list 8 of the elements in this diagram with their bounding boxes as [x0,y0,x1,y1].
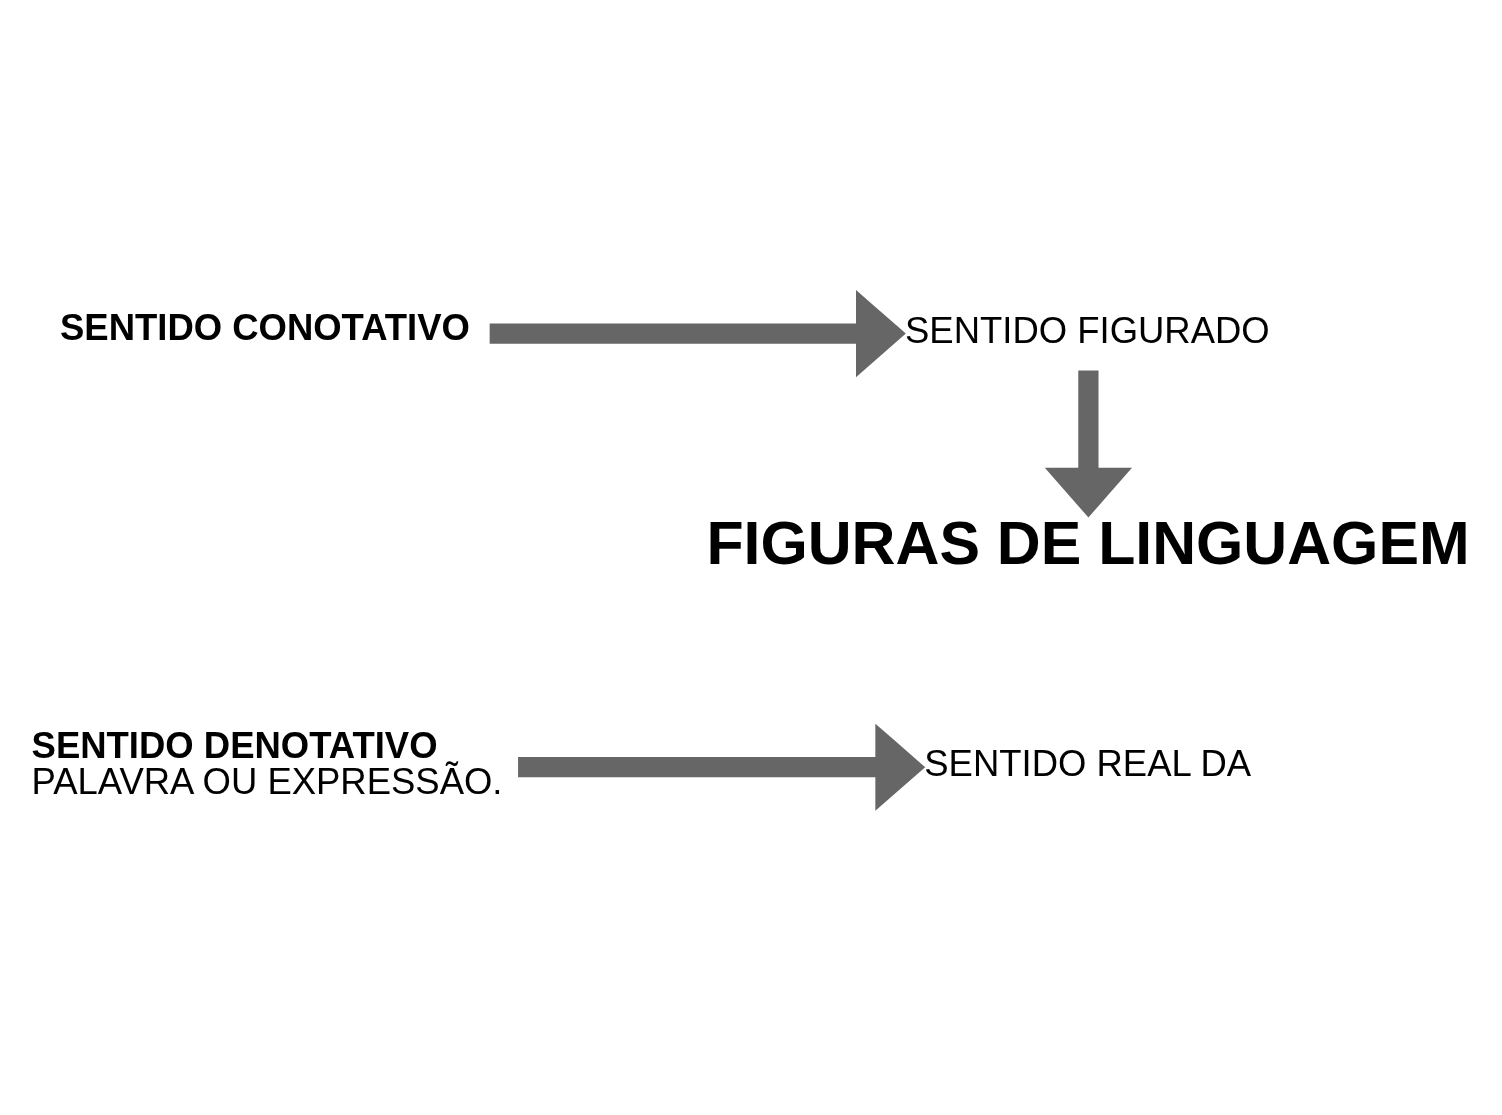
node-text: SENTIDO DENOTATIVO PALAVRA OU EXPRESSÃO. [31,724,503,803]
arrow [1044,370,1132,518]
node-text: SENTIDO CONOTATIVO [59,307,470,349]
arrow [518,723,926,811]
node-text: FIGURAS DE LINGUAGEM [706,508,1470,577]
arrow [489,289,906,378]
node-text: SENTIDO REAL DA [924,743,1252,785]
node-text: SENTIDO FIGURADO [905,309,1270,351]
